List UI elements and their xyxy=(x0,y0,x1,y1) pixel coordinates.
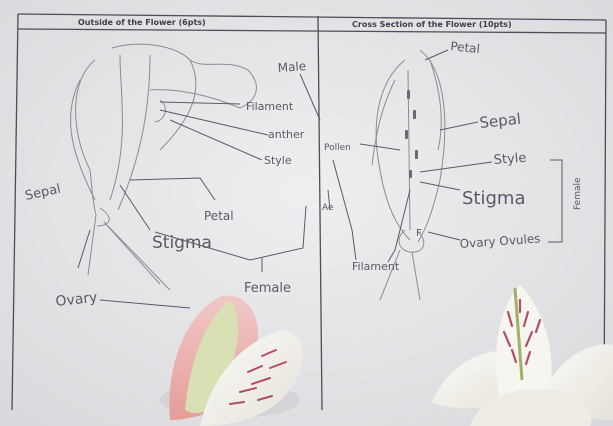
cross-label-style: Style xyxy=(493,151,527,168)
outside-label-female: Female xyxy=(244,281,291,296)
outside-label-stigma: Stigma xyxy=(152,233,212,253)
outside-label-male: Male xyxy=(277,59,306,75)
cross-label-f: F xyxy=(416,228,422,239)
cross-label-pollen: Pollen xyxy=(324,143,351,153)
left-header: Outside of the Flower (6pts) xyxy=(78,18,206,27)
cross-label-female: Female xyxy=(573,177,583,210)
outside-label-anther: anther xyxy=(268,128,305,141)
outside-label-petal: Petal xyxy=(204,209,234,223)
cross-label-stigma: Stigma xyxy=(462,188,525,209)
cross-label-ae: Ae xyxy=(322,203,334,213)
outside-label-filament: Filament xyxy=(246,100,294,113)
cross-label-filament: Filament xyxy=(352,260,400,273)
right-header: Cross Section of the Flower (10pts) xyxy=(352,20,512,29)
outside-label-style: Style xyxy=(264,154,292,167)
